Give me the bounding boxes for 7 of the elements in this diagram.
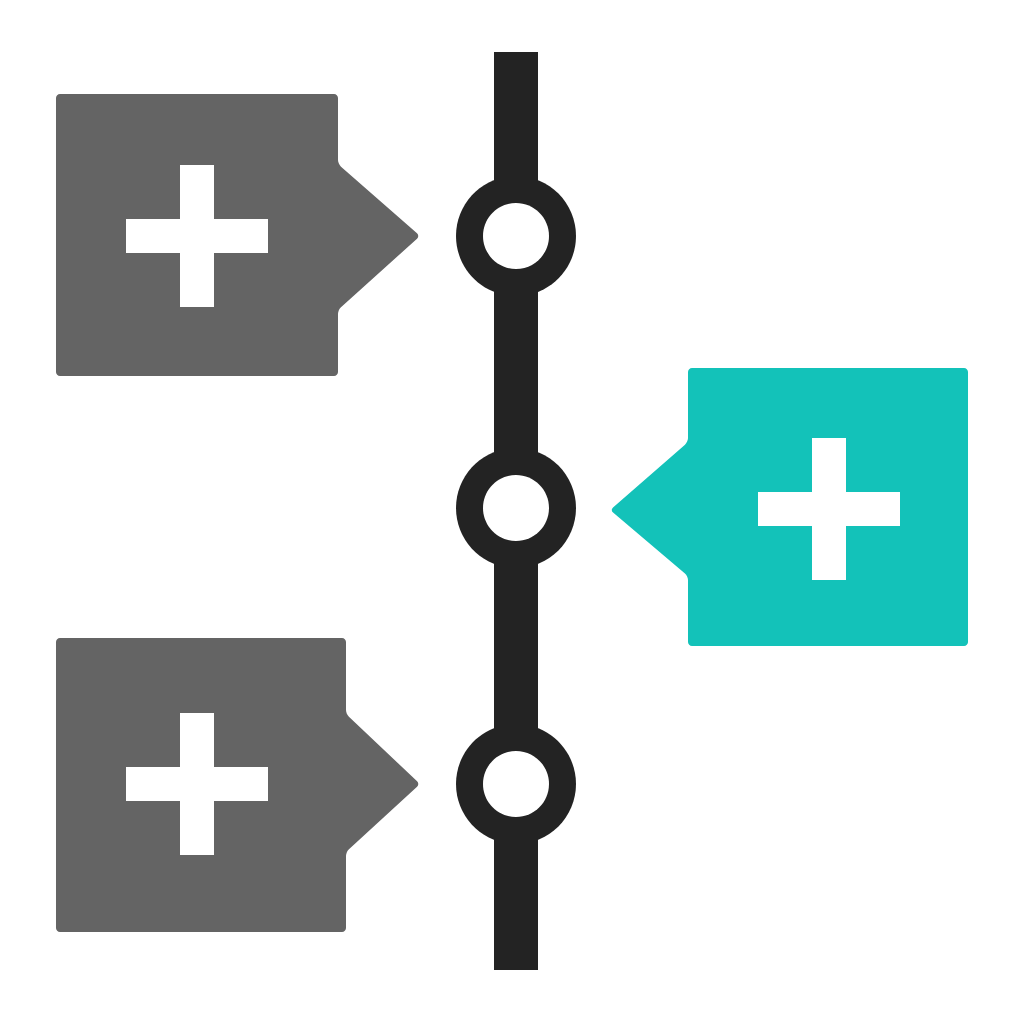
timeline-line (494, 838, 538, 970)
timeline-line (494, 52, 538, 182)
timeline-marker (456, 176, 576, 296)
timeline-line (494, 562, 538, 730)
timeline-line (494, 290, 538, 454)
timeline-marker (456, 724, 576, 844)
timeline-marker (456, 448, 576, 568)
